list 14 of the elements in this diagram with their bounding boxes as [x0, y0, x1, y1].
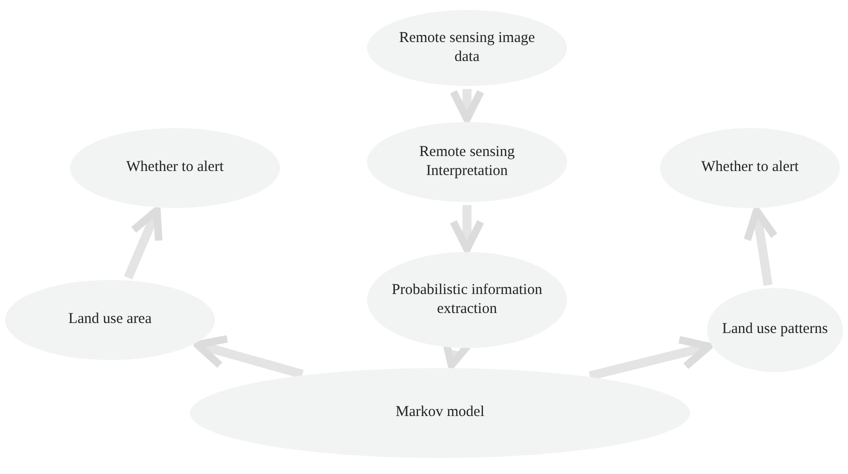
arrow — [194, 335, 304, 379]
node-label: Whether to alert — [126, 158, 224, 178]
arrow — [744, 207, 778, 286]
node-label: Remote sensing Interpretation — [418, 142, 516, 181]
node-label: Whether to alert — [701, 158, 799, 178]
arrow — [450, 205, 484, 253]
node-label: Markov model — [396, 403, 484, 422]
arrow — [124, 206, 162, 280]
node-label: Probabilistic information extraction — [390, 280, 544, 319]
node-label: Land use patterns — [722, 320, 828, 340]
node-label: Land use area — [68, 310, 152, 330]
node-label: Remote sensing image data — [398, 28, 536, 67]
arrow — [588, 336, 713, 380]
arrow — [450, 88, 484, 123]
